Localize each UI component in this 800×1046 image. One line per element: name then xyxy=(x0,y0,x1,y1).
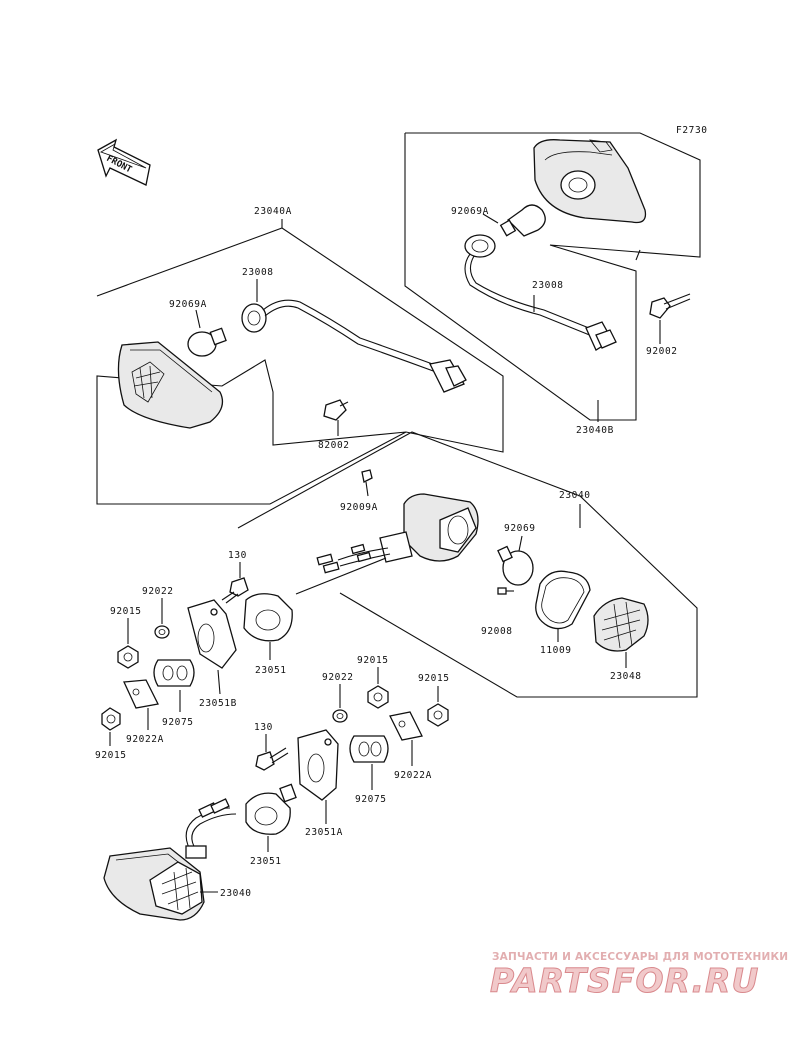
label-assy-a: 23040A xyxy=(254,206,292,217)
label-nut-left-bottom: 92015 xyxy=(95,750,127,761)
label-screw-lens: 92008 xyxy=(481,626,513,637)
bracket-b xyxy=(187,599,237,669)
label-gasket: 11009 xyxy=(540,645,572,656)
assembly-main-outline xyxy=(237,431,698,698)
harness-b xyxy=(464,234,617,351)
watermark-logo: PARTSFOR.RU xyxy=(489,961,760,1001)
assembly-a-outline xyxy=(96,227,504,505)
label-grommet-right: 92075 xyxy=(355,794,387,805)
label-screw-a: 82002 xyxy=(318,440,350,451)
label-plate-left: 92022A xyxy=(126,734,164,745)
label-holder-left: 23051 xyxy=(255,665,287,676)
label-bulb-a: 92069A xyxy=(169,299,207,310)
label-harness-b: 23008 xyxy=(532,280,564,291)
front-arrow-icon: FRONT xyxy=(97,138,151,186)
holder-right xyxy=(245,783,297,835)
nut-right xyxy=(427,703,449,727)
nut-left-bottom xyxy=(101,707,121,731)
bulb-a xyxy=(187,327,227,357)
grommet-left xyxy=(153,659,195,687)
label-plate-right: 92022A xyxy=(394,770,432,781)
bracket-a xyxy=(297,729,339,801)
turn-signal-housing-main xyxy=(379,493,479,563)
plate-right xyxy=(389,711,423,741)
label-screw-b: 92002 xyxy=(646,346,678,357)
label-harness-a: 23008 xyxy=(242,267,274,278)
label-washer-left: 92022 xyxy=(142,586,174,597)
holder-left xyxy=(243,593,293,642)
label-assy-b: 23040B xyxy=(576,425,614,436)
label-holder-right: 23051 xyxy=(250,856,282,867)
washer-mid xyxy=(332,709,348,723)
label-nut-mid: 92015 xyxy=(357,655,389,666)
label-lens: 23048 xyxy=(610,671,642,682)
label-nut-right: 92015 xyxy=(418,673,450,684)
label-screw-main: 92009A xyxy=(340,502,378,513)
watermark-tagline: ЗАПЧАСТИ И АКСЕССУАРЫ ДЛЯ МОТОТЕХНИКИ xyxy=(492,951,789,963)
turn-signal-housing-b xyxy=(533,139,647,224)
nut-left-top xyxy=(117,645,139,669)
bulb-b xyxy=(499,204,546,237)
screw-a xyxy=(323,399,349,421)
nut-mid xyxy=(367,685,389,709)
washer-left xyxy=(154,625,170,639)
plate-left xyxy=(123,679,159,709)
label-bolt-left: 130 xyxy=(228,550,247,561)
label-bolt-right: 130 xyxy=(254,722,273,733)
label-bracket-b: 23051B xyxy=(199,698,237,709)
label-grommet-left: 92075 xyxy=(162,717,194,728)
harness-main xyxy=(316,543,391,574)
screw-lens xyxy=(497,587,514,595)
harness-a xyxy=(241,299,467,393)
bulb-main xyxy=(497,545,534,586)
figure-code: F2730 xyxy=(676,125,708,136)
turn-signal-front xyxy=(103,798,237,921)
bolt-left xyxy=(221,577,249,604)
bolt-right xyxy=(255,747,289,771)
lens-main xyxy=(593,597,649,652)
label-bulb-main: 92069 xyxy=(504,523,536,534)
label-assy-main: 23040 xyxy=(559,490,591,501)
turn-signal-lens-a xyxy=(117,341,224,429)
label-assy-front: 23040 xyxy=(220,888,252,899)
label-bulb-b: 92069A xyxy=(451,206,489,217)
grommet-right xyxy=(349,735,389,763)
screw-main xyxy=(361,469,373,497)
gasket xyxy=(535,570,591,630)
label-bracket-a: 23051A xyxy=(305,827,343,838)
screw-b xyxy=(649,293,691,319)
assembly-b-outline xyxy=(404,132,701,421)
label-nut-left-top: 92015 xyxy=(110,606,142,617)
label-washer-mid: 92022 xyxy=(322,672,354,683)
